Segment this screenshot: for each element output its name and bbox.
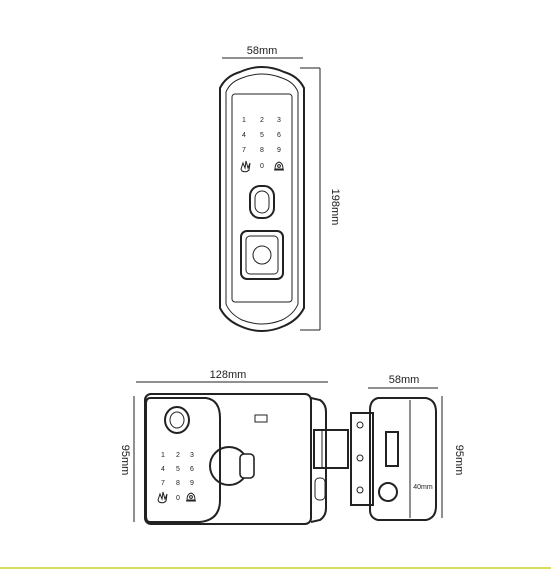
body-height-label: 95mm — [119, 445, 131, 476]
front-plate-outline — [219, 66, 305, 332]
lock-body-view: 128mm 95mm 1 2 3 4 5 6 7 8 9 0 — [119, 369, 349, 525]
body-key-4: 4 — [161, 466, 165, 473]
strike-plate-view: 58mm 95mm 40mm — [350, 374, 465, 521]
strike-screw-hole-bottom — [356, 486, 364, 494]
lock-bolt — [313, 429, 349, 469]
front-key-5: 5 — [260, 132, 264, 139]
front-key-2: 2 — [260, 117, 264, 124]
body-key-8: 8 — [176, 480, 180, 487]
strike-height-label: 95mm — [453, 445, 465, 476]
bottom-accent-rule — [0, 567, 551, 569]
fingerprint-sensor — [249, 185, 275, 219]
lock-latch — [314, 477, 326, 501]
body-slot — [254, 414, 268, 423]
body-fingerprint-inner — [169, 411, 185, 429]
front-panel-view: 58mm 198mm 1 2 3 4 5 6 7 8 9 0 — [219, 45, 341, 332]
cylinder-knob — [252, 245, 272, 265]
body-key-2: 2 — [176, 452, 180, 459]
body-key-3: 3 — [190, 452, 194, 459]
cylinder-cover-inner — [245, 235, 279, 275]
fingerprint-sensor-inner — [254, 190, 270, 214]
strike-width-label: 58mm — [389, 374, 420, 386]
front-key-1: 1 — [242, 117, 246, 124]
body-key-9: 9 — [190, 480, 194, 487]
strike-outline — [369, 397, 437, 521]
body-key-7: 7 — [161, 480, 165, 487]
front-plate-inner-outline — [225, 73, 299, 325]
strike-bolt-slot — [385, 431, 399, 467]
strike-latch-hole — [378, 482, 398, 502]
front-width-label: 58mm — [247, 45, 278, 57]
hand-icon — [240, 160, 251, 173]
front-keypad-panel — [231, 93, 293, 303]
lock-body-outline — [144, 393, 312, 525]
front-key-3: 3 — [277, 117, 281, 124]
body-fingerprint-sensor — [164, 406, 190, 434]
body-key-5: 5 — [176, 466, 180, 473]
front-height-label: 198mm — [329, 189, 341, 226]
front-key-9: 9 — [277, 147, 281, 154]
strike-inner-label: 40mm — [413, 484, 433, 491]
front-key-4: 4 — [242, 132, 246, 139]
strike-screw-hole-top — [356, 421, 364, 429]
front-key-0: 0 — [260, 163, 264, 170]
front-key-6: 6 — [277, 132, 281, 139]
turn-knob-grip — [239, 453, 255, 479]
body-key-0: 0 — [176, 495, 180, 502]
cylinder-cover — [240, 230, 284, 280]
body-key-1: 1 — [161, 452, 165, 459]
front-key-8: 8 — [260, 147, 264, 154]
body-hand-icon — [157, 491, 168, 504]
strike-screw-hole-middle — [356, 454, 364, 462]
bell-icon — [274, 161, 284, 171]
strike-mount-plate — [350, 412, 374, 506]
front-key-7: 7 — [242, 147, 246, 154]
lock-body-edge — [310, 397, 327, 523]
body-bell-icon — [186, 492, 196, 502]
body-key-6: 6 — [190, 466, 194, 473]
body-width-label: 128mm — [210, 369, 247, 381]
body-keypad-plate — [145, 397, 221, 523]
